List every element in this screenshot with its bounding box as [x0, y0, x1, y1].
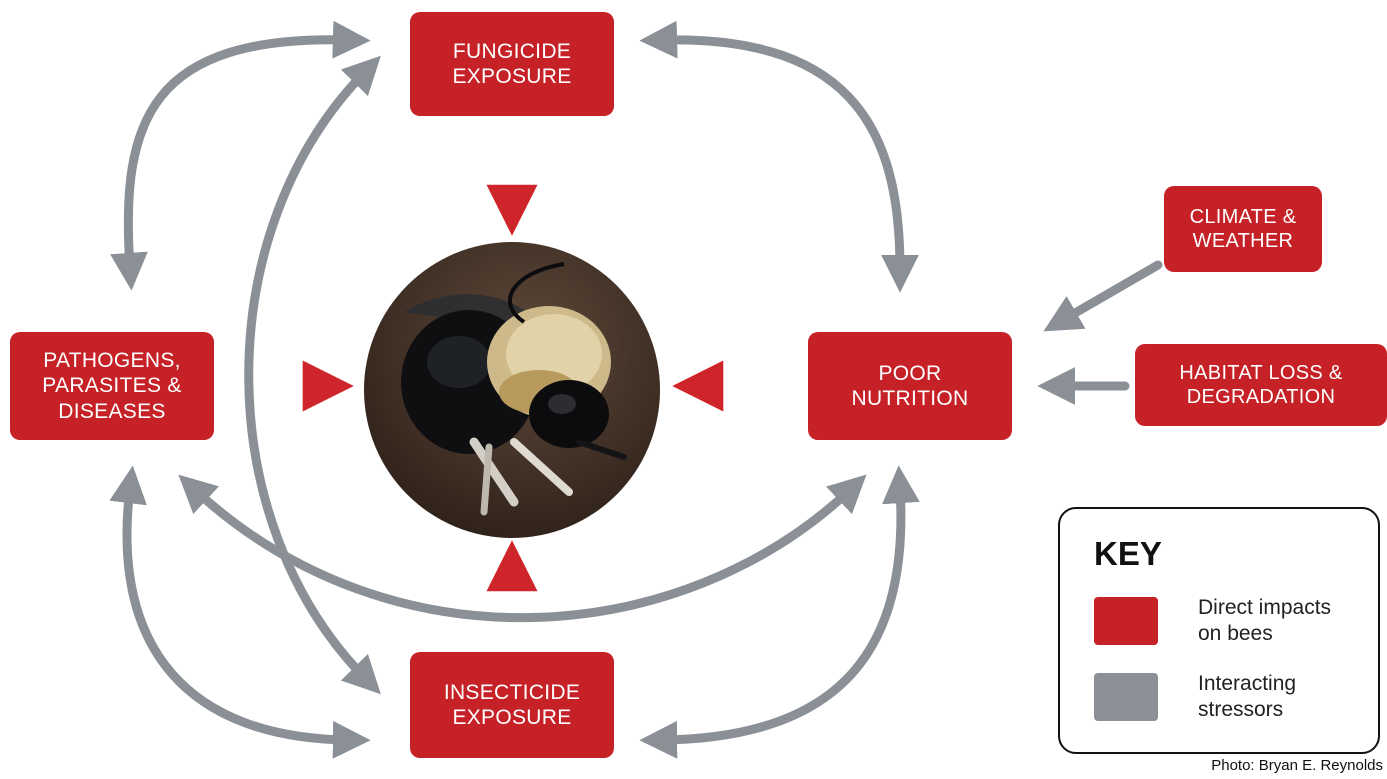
interacting-stressor-label: Interacting stressors	[1198, 671, 1296, 724]
direct-impact-label: Direct impacts on bees	[1198, 595, 1331, 648]
arrow-fungicide-pathogens	[128, 40, 348, 268]
photo-credit: Photo: Bryan E. Reynolds	[1211, 757, 1383, 774]
bee-photo	[364, 242, 660, 538]
climate-weather-box: CLIMATE & WEATHER	[1164, 186, 1322, 272]
poor-nutrition-box: POOR NUTRITION	[808, 332, 1012, 440]
arrow-climate-nutrition	[1063, 265, 1158, 320]
legend-key: KEY Direct impacts on bees Interacting s…	[1058, 507, 1380, 754]
interacting-stressor-swatch	[1094, 673, 1158, 721]
arrow-nutrition-insecticide	[662, 488, 901, 740]
key-title: KEY	[1094, 535, 1162, 573]
habitat-loss-box: HABITAT LOSS & DEGRADATION	[1135, 344, 1387, 426]
arrow-fungicide-nutrition	[662, 40, 900, 270]
pathogens-parasites-diseases-box: PATHOGENS, PARASITES & DISEASES	[10, 332, 214, 440]
direct-impact-swatch	[1094, 597, 1158, 645]
insecticide-exposure-box: INSECTICIDE EXPOSURE	[410, 652, 614, 758]
fungicide-exposure-box: FUNGICIDE EXPOSURE	[410, 12, 614, 116]
